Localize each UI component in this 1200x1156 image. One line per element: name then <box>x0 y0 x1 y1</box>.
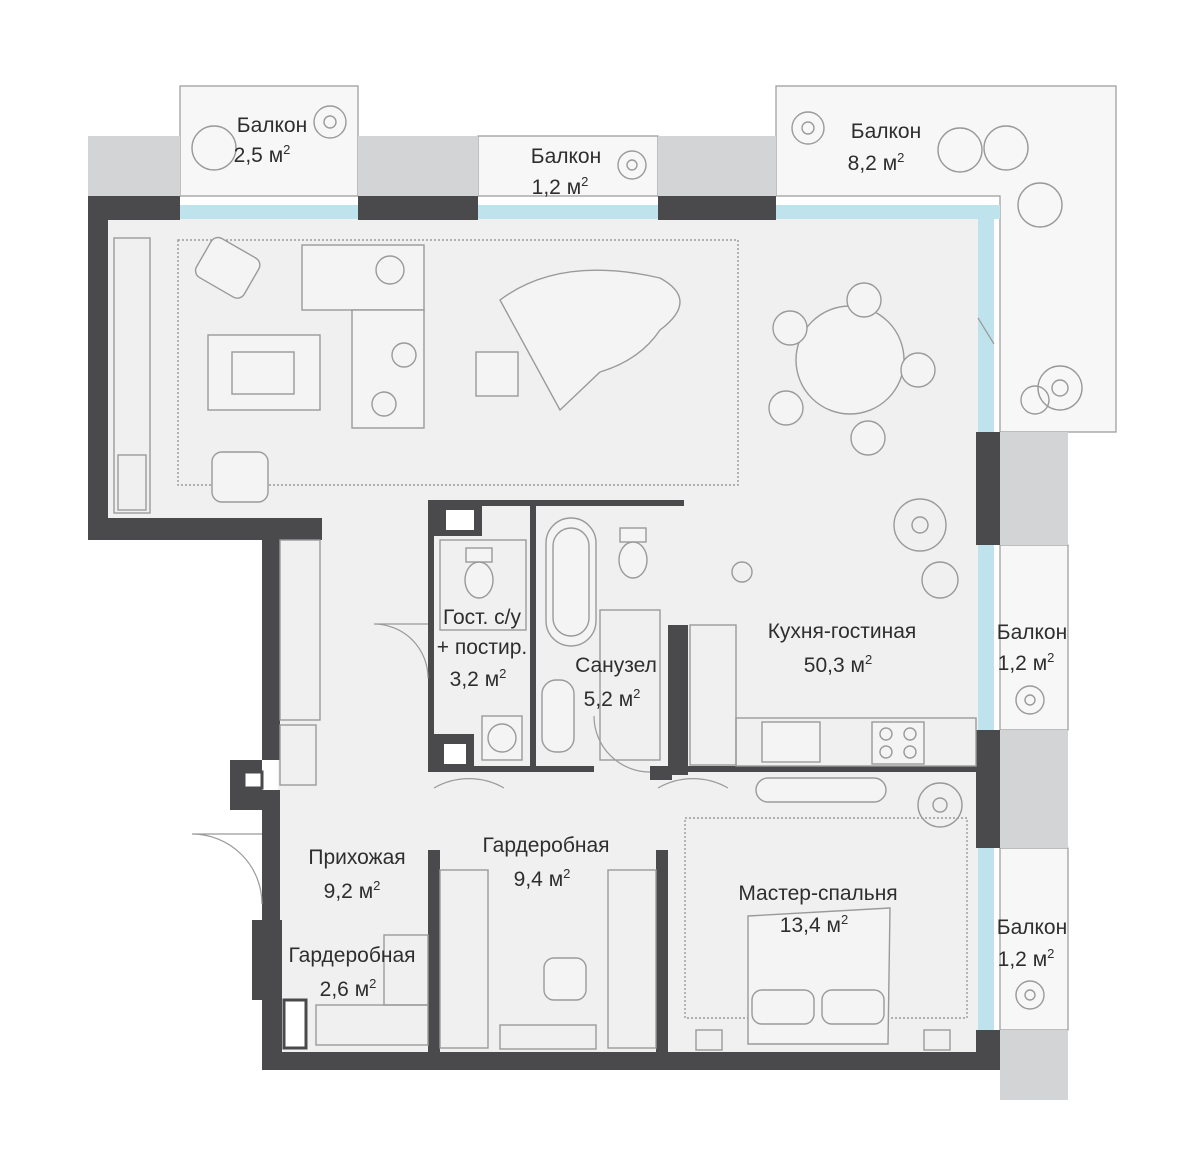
bathroom-area: 5,2 м2 <box>584 686 641 711</box>
master-bedroom-name: Мастер-спальня <box>738 882 897 905</box>
master-bedroom-area: 13,4 м2 <box>780 912 848 937</box>
balcony-4-area: 1,2 м2 <box>998 650 1055 675</box>
ottoman-icon <box>543 957 587 1001</box>
sink-icon <box>541 679 575 753</box>
door-icon <box>977 317 995 345</box>
rug-icon <box>177 239 739 486</box>
stove-icon <box>871 721 925 765</box>
balcony-3-area: 8,2 м2 <box>848 150 905 175</box>
balcony-5-name: Балкон <box>997 916 1067 939</box>
window-icon <box>180 205 358 219</box>
dining-table-icon <box>768 282 936 456</box>
door-icon <box>657 778 729 789</box>
kitchen-living-area: 50,3 м2 <box>804 652 872 677</box>
door-icon <box>373 623 429 679</box>
sofa-icon <box>301 244 425 429</box>
rug-icon <box>684 817 968 1019</box>
balcony-3-name: Балкон <box>851 120 921 143</box>
door-icon <box>593 715 651 773</box>
room-labels: Балкон 2,5 м2 Балкон 1,2 м2 Балкон 8,2 м… <box>234 114 1068 1001</box>
balcony-1-floor <box>179 85 359 197</box>
window-icon <box>978 205 994 432</box>
balcony-5-floor <box>999 847 1069 1031</box>
balcony-5-area: 1,2 м2 <box>998 946 1055 971</box>
tile-pattern <box>439 539 661 761</box>
guest-bathroom-name2: + постир. <box>437 636 528 659</box>
wardrobe-large-area: 9,4 м2 <box>514 866 571 891</box>
balcony-seat-icon <box>191 125 1063 228</box>
balconies <box>179 85 1117 1031</box>
wardrobe-large-name: Гардеробная <box>482 834 609 857</box>
guest-bathroom-name: Гост. с/у <box>443 606 521 629</box>
kitchen-counter <box>689 624 977 767</box>
balcony-4-name: Балкон <box>997 621 1067 644</box>
bathroom-name: Санузел <box>575 654 657 677</box>
door-icon <box>433 778 505 789</box>
plant-icon <box>313 105 1083 1010</box>
window-icon <box>776 205 1000 219</box>
window-icon <box>978 545 994 730</box>
window-icon <box>478 205 658 219</box>
hallway-name: Прихожая <box>308 846 405 869</box>
facade-panels <box>88 136 1068 1100</box>
balcony-1-name: Балкон <box>237 114 307 137</box>
sink-icon <box>761 721 821 763</box>
walls <box>88 196 1000 1070</box>
kitchen-living-name: Кухня-гостиная <box>768 620 917 643</box>
doors <box>191 317 995 905</box>
wardrobe-shelves <box>279 539 657 1049</box>
apartment-floor <box>108 215 990 1055</box>
shafts <box>242 500 482 1050</box>
toilet-icon <box>464 527 648 599</box>
hallway-area: 9,2 м2 <box>324 878 381 903</box>
wardrobe-small-name: Гардеробная <box>288 944 415 967</box>
bench-icon <box>755 777 887 803</box>
vacuum-icon <box>731 561 753 583</box>
wardrobe-small-area: 2,6 м2 <box>320 976 377 1001</box>
armchair-icon <box>194 236 269 503</box>
windows <box>180 205 1000 1030</box>
balcony-1-area: 2,5 м2 <box>234 142 291 167</box>
balcony-2-name: Балкон <box>531 145 601 168</box>
coffee-table-icon <box>207 334 321 411</box>
tv-stand-icon <box>113 237 151 514</box>
grand-piano-icon <box>475 269 681 412</box>
nightstand-icon <box>923 1029 951 1051</box>
furniture <box>113 105 1083 1051</box>
washing-machine-icon <box>481 715 523 761</box>
bed-icon <box>747 907 891 1045</box>
door-icon <box>191 833 263 905</box>
shoe-rack <box>499 1024 597 1050</box>
guest-bathroom-area: 3,2 м2 <box>450 666 507 691</box>
nightstand-icon <box>695 1029 723 1051</box>
window-icon <box>978 848 994 1030</box>
balcony-2-area: 1,2 м2 <box>532 174 589 199</box>
bathtub-icon <box>545 517 597 647</box>
